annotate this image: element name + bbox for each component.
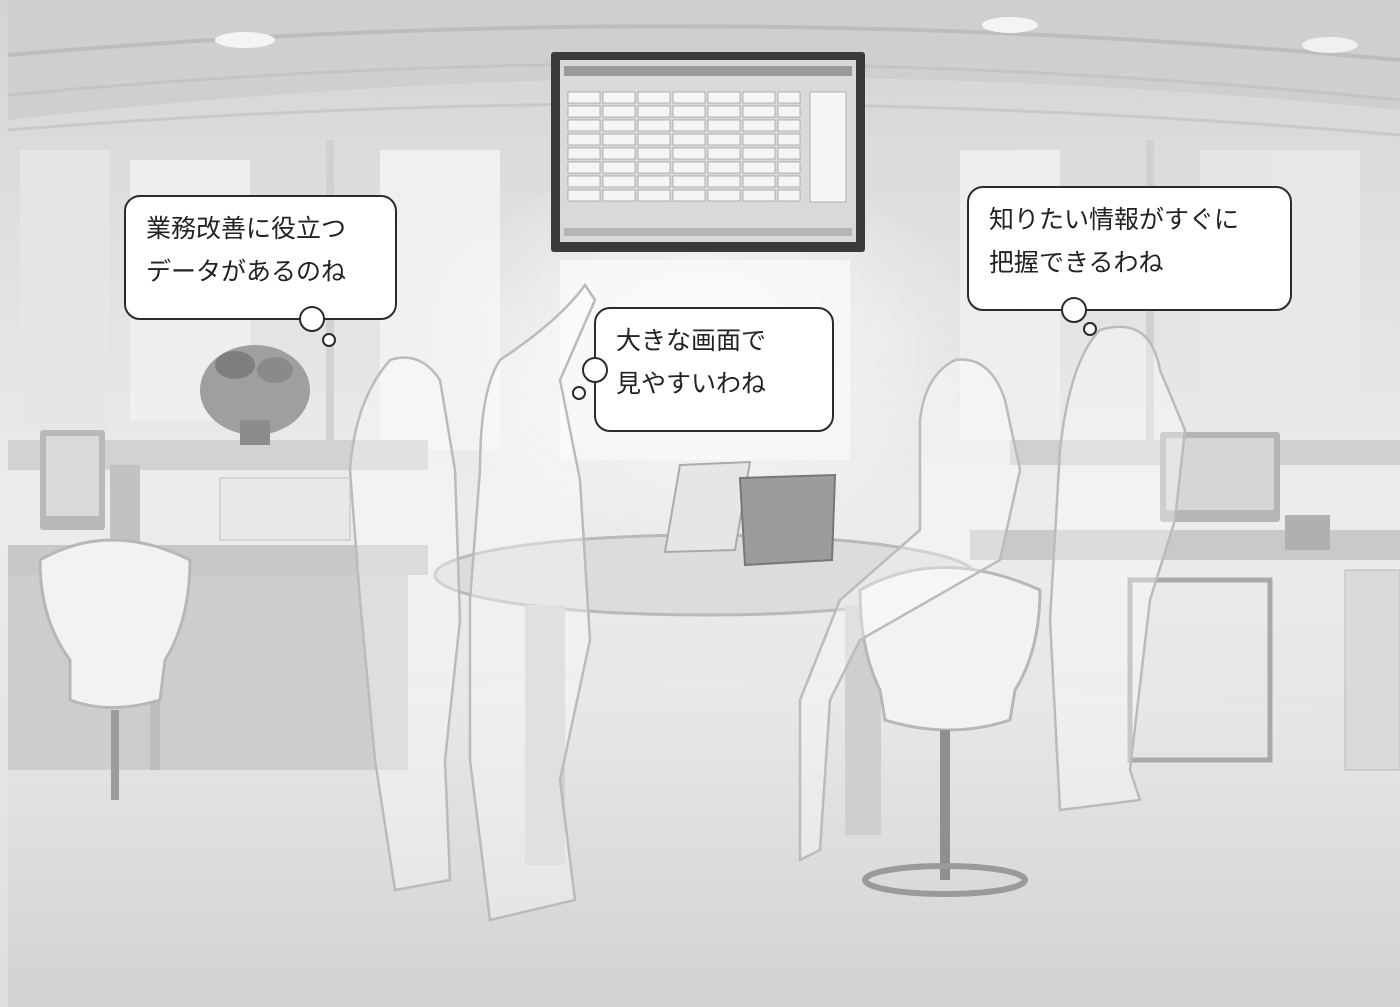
right-counter xyxy=(970,432,1400,771)
people-silhouettes xyxy=(348,282,1187,922)
thought-dot xyxy=(1061,297,1087,323)
wall-monitor xyxy=(551,52,865,252)
thought-dot xyxy=(299,306,325,332)
thought-dot xyxy=(322,333,336,347)
speech-bubble-line: 把握できるわね xyxy=(989,248,1164,277)
speech-bubble-line: 知りたい情報がすぐに xyxy=(989,205,1240,234)
speech-bubble-left: 業務改善に役立つ データがあるのね xyxy=(124,195,397,320)
speech-bubble-line: 見やすいわね xyxy=(616,369,767,398)
chairs xyxy=(38,538,1042,897)
thought-dot xyxy=(1083,322,1097,336)
speech-bubble-line: データがあるのね xyxy=(146,257,347,286)
thought-dot xyxy=(572,386,586,400)
flower-arrangement xyxy=(200,345,310,445)
speech-bubble-right: 知りたい情報がすぐに 把握できるわね xyxy=(967,186,1292,311)
speech-bubble-line: 業務改善に役立つ xyxy=(146,214,347,243)
round-table xyxy=(433,460,977,865)
speech-bubble-line: 大きな画面で xyxy=(616,326,767,355)
speech-bubble-center: 大きな画面で 見やすいわね xyxy=(594,307,834,432)
thought-dot xyxy=(582,357,608,383)
